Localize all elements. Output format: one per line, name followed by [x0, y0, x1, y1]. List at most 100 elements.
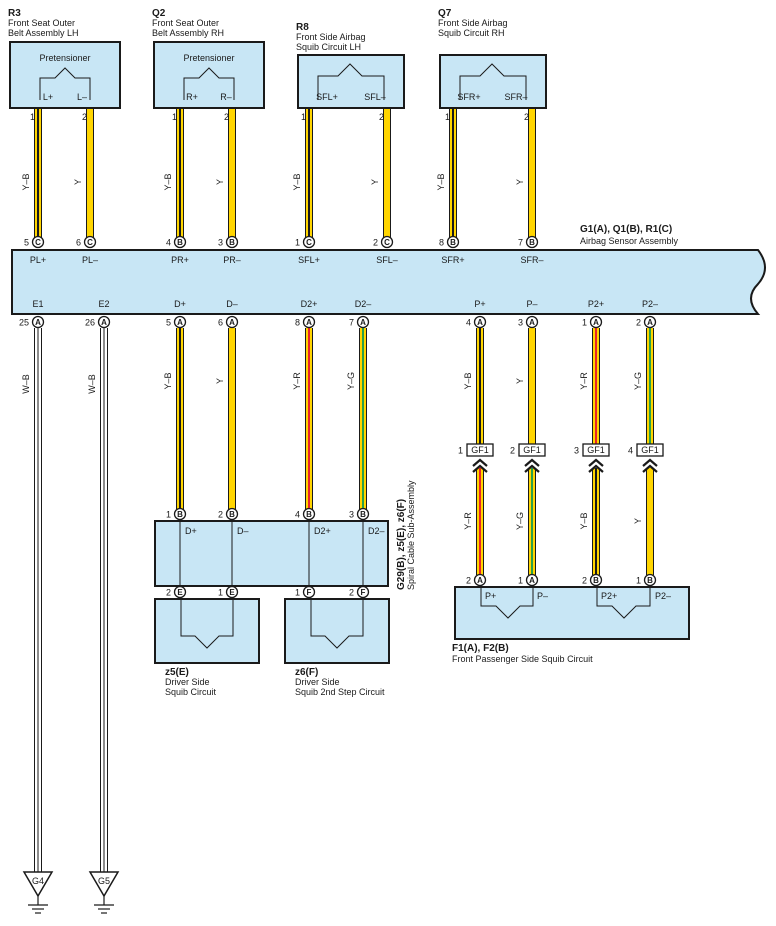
z5-line2: Squib Circuit: [165, 687, 217, 697]
terminal-label: P2–: [642, 299, 658, 309]
wire-fill: [529, 328, 535, 444]
q2-term-minus: R–: [220, 92, 232, 102]
wire-stripe: [37, 328, 39, 872]
z5-code: z5(E): [165, 667, 189, 678]
r3-term-minus: L–: [77, 92, 87, 102]
q7-line2: Squib Circuit RH: [438, 28, 505, 38]
chevron-up-icon: [524, 458, 540, 473]
z6-box: [284, 598, 390, 664]
terminal-label: PR–: [223, 255, 241, 265]
pin-number: 2: [349, 588, 354, 598]
pin-circle: [173, 585, 187, 599]
connector-pin: A1: [582, 315, 603, 329]
q7-code: Q7: [438, 8, 452, 19]
connector-pin: B4: [166, 235, 187, 249]
pin-number: 1: [582, 318, 587, 328]
wire-color-label: Y–B: [292, 173, 302, 190]
terminal-label: D2–: [355, 299, 372, 309]
pretensioner-symbol-icon: [183, 67, 235, 100]
gf1-box: [518, 443, 546, 457]
spiral-name: Spiral Cable Sub-Assembly: [406, 480, 416, 590]
pin-circle: [643, 315, 657, 329]
gf1-label: GF1: [523, 445, 541, 455]
pin-circle: [83, 235, 97, 249]
pin-number: 7: [518, 238, 523, 248]
sensor-box: [11, 249, 766, 315]
pin-number: 2: [510, 446, 515, 456]
connector-pin: B2: [218, 507, 239, 521]
pin-number: 4: [466, 318, 471, 328]
pin-circle: [302, 235, 316, 249]
connector-pin: E1: [218, 585, 239, 599]
wire-stripe: [308, 328, 310, 514]
terminal-label: PR+: [171, 255, 189, 265]
wire-fill: [647, 468, 653, 575]
pin-number: 2: [82, 112, 87, 122]
chevron-up-icon: [642, 458, 658, 473]
q2-term-plus: R+: [186, 92, 198, 102]
wire-color-label: Y: [515, 179, 525, 185]
connector-pin: A26: [85, 315, 111, 329]
pin-circle: [589, 573, 603, 587]
wire-color-label: Y–R: [463, 512, 473, 530]
pin-number: 2: [379, 112, 384, 122]
terminal-label: P2–: [655, 591, 671, 601]
connector-code: F: [361, 588, 366, 597]
q7-line1: Front Side Airbag: [438, 18, 508, 28]
connector-code: E: [177, 588, 183, 597]
wire-passenger-upper-2: [592, 328, 600, 444]
spiral-code: G29(B), z5(E), z6(F): [396, 499, 407, 590]
pin-number: 8: [439, 238, 444, 248]
ground-triangle: [22, 871, 54, 898]
connector-code: A: [177, 318, 183, 327]
pin-number: 1: [636, 576, 641, 586]
ground-label: G4: [32, 876, 44, 886]
pin-number: 2: [466, 576, 471, 586]
r8-term-plus: SFL+: [316, 92, 338, 102]
gf1-label: GF1: [641, 445, 659, 455]
pin-circle: [643, 573, 657, 587]
chevron-up-icon: [588, 458, 604, 473]
wire-stripe: [37, 108, 39, 242]
connector-pin: A4: [466, 315, 487, 329]
component-q2: Pretensioner R+ R–: [153, 41, 265, 109]
r8-code: R8: [296, 22, 309, 33]
connector-pin: A8: [295, 315, 316, 329]
pin-circle: [302, 507, 316, 521]
wire-top-0: [34, 108, 42, 242]
connector-pin: A6: [218, 315, 239, 329]
component-r8: SFL+ SFL–: [297, 54, 405, 109]
pin-circle: [473, 573, 487, 587]
pin-number: 5: [24, 238, 29, 248]
component-z6: z6(F) Driver Side Squib 2nd Step Circuit: [284, 598, 390, 697]
pin-number: 3: [574, 446, 579, 456]
connector-pin: C1: [295, 235, 316, 249]
connector-code: A: [229, 318, 235, 327]
wire-color-label: Y–B: [463, 372, 473, 389]
terminal-label: P+: [474, 299, 485, 309]
gf1-box: [466, 443, 494, 457]
terminal-label: D2+: [301, 299, 318, 309]
terminal-label: E2: [98, 299, 109, 309]
r3-inner-label: Pretensioner: [39, 53, 90, 63]
q2-line2: Belt Assembly RH: [152, 28, 224, 38]
wire-stripe: [531, 468, 533, 575]
gf1-box: [636, 443, 664, 457]
pin-number: 2: [373, 238, 378, 248]
squib-symbol-icon: [459, 63, 527, 100]
wire-spiral-3: [359, 328, 367, 514]
connector-code: C: [384, 238, 390, 247]
pin-number: 1: [458, 446, 463, 456]
sensor-name: Airbag Sensor Assembly: [580, 236, 679, 246]
connector-pin: A5: [166, 315, 187, 329]
wire-color-label: Y–B: [21, 173, 31, 190]
terminal-label: PL–: [82, 255, 98, 265]
connector-pin: C6: [76, 235, 97, 249]
terminal-label: P–: [537, 591, 548, 601]
caption-r3: R3 Front Seat Outer Belt Assembly LH: [8, 8, 79, 38]
wire-top-2: [176, 108, 184, 242]
component-f1-f2: F1(A), F2(B) Front Passenger Side Squib …: [452, 586, 690, 664]
connector-pin: F1: [295, 585, 316, 599]
pin-number: 1: [518, 576, 523, 586]
connector-pin: C2: [373, 235, 394, 249]
